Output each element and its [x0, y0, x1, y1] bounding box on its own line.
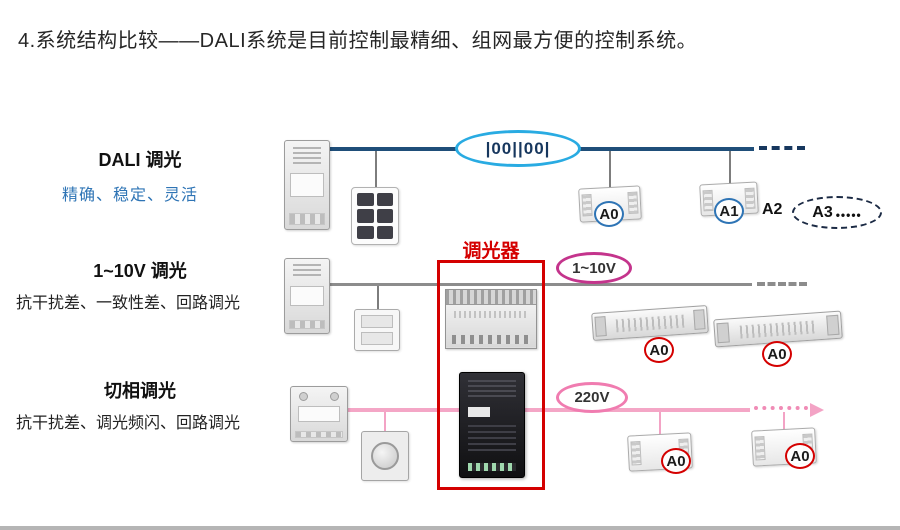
- din-vents: [292, 147, 322, 165]
- analog-bus-continuation-dashes: [757, 282, 807, 286]
- dimmer-body: [446, 305, 536, 347]
- phase-knob-connector-line: [384, 412, 386, 432]
- dali-node-a3-label: A3: [812, 203, 833, 221]
- dali-driver-a0-connector-line: [609, 151, 611, 189]
- slide-bottom-edge: [0, 526, 900, 530]
- analog-controller-din-module-icon: [284, 258, 330, 334]
- din-front-face: [290, 285, 324, 307]
- ballast-end-cap: [693, 309, 706, 330]
- phase-node-a0-left-badge: A0: [661, 448, 691, 474]
- phase-bus-signal-ellipse: 220V: [556, 382, 628, 413]
- dali-bus-signal-text: |00||00|: [485, 138, 551, 158]
- rocker-button: [361, 332, 393, 345]
- analog-row-label: 1~10V 调光: [93, 261, 187, 281]
- dimmer-highlight-label: 调光器: [462, 241, 520, 262]
- dimmer-heatsink-fins: [446, 290, 536, 305]
- keypad-key: [376, 193, 393, 207]
- din-front-face: [297, 406, 341, 422]
- driver-terminal-strip: [754, 436, 766, 461]
- analog-bus-line: [302, 283, 752, 286]
- dali-row-subtitle: 精确、稳定、灵活: [61, 187, 198, 204]
- driver-terminal-strip: [627, 191, 639, 215]
- din-terminals: [288, 319, 326, 330]
- dali-driver-a1-connector-line: [729, 151, 731, 185]
- dali-node-a2-label: A2: [762, 201, 783, 218]
- rotary-knob: [371, 442, 399, 470]
- dali-gateway-din-module-icon: [284, 140, 330, 230]
- driver-terminal-strip: [630, 441, 642, 466]
- black-dimmer-chip: [468, 407, 490, 417]
- black-dimmer-vents: [468, 380, 516, 398]
- driver-terminal-strip: [744, 187, 756, 209]
- din-screw: [299, 392, 308, 401]
- driver-terminal-strip: [702, 189, 714, 211]
- phase-breaker-din-module-icon: [290, 386, 348, 442]
- dali-bus-continuation-dashes: [759, 146, 805, 150]
- analog-wall-switch-icon: [354, 309, 400, 351]
- dali-keypad-icon: [351, 187, 399, 245]
- black-dimmer-terminals: [468, 463, 516, 471]
- analog-node-a0-right-badge: A0: [762, 341, 792, 367]
- din-screw: [330, 392, 339, 401]
- phase-bus-arrowhead: [810, 403, 824, 417]
- din-terminals: [295, 431, 343, 439]
- din-vents: [292, 264, 322, 279]
- phase-driver-right-connector-line: [783, 412, 785, 429]
- analog-ballast-left-icon: [591, 304, 709, 342]
- phase-node-a0-right-badge: A0: [785, 443, 815, 469]
- black-dimmer-lines: [468, 425, 516, 451]
- phase-driver-left-connector-line: [659, 412, 661, 434]
- page-title: 4.系统结构比较——DALI系统是目前控制最精细、组网最方便的控制系统。: [18, 30, 698, 52]
- analog-node-a0-left-badge: A0: [644, 337, 674, 363]
- dali-node-a0-badge: A0: [594, 201, 624, 227]
- dali-node-more-dots: •••••: [835, 208, 862, 222]
- dali-bus-signal-ellipse: |00||00|: [455, 130, 581, 167]
- phase-bus-continuation-dots: [754, 406, 808, 410]
- dali-keypad-connector-line: [375, 151, 377, 189]
- dimmer-terminals: [452, 335, 530, 344]
- keypad-key: [376, 225, 393, 239]
- phase-bus-signal-text: 220V: [574, 389, 610, 406]
- rocker-button: [361, 315, 393, 328]
- ballast-end-cap: [716, 322, 731, 344]
- keypad-key: [357, 193, 374, 207]
- dali-row-label: DALI 调光: [98, 150, 182, 170]
- ballast-end-cap: [594, 316, 607, 337]
- dali-node-a1-badge: A1: [714, 198, 744, 224]
- keypad-key: [376, 209, 393, 223]
- analog-dimmer-module-icon: [445, 289, 537, 349]
- analog-switch-connector-line: [377, 286, 379, 310]
- analog-bus-signal-text: 1~10V: [572, 259, 616, 277]
- dali-node-a3-group-ellipse: A3 •••••: [792, 196, 882, 229]
- din-front-face: [290, 172, 324, 198]
- din-terminals: [288, 213, 326, 225]
- analog-bus-signal-ellipse: 1~10V: [556, 252, 632, 284]
- ballast-label-print: [615, 314, 685, 332]
- driver-terminal-strip: [581, 193, 593, 217]
- keypad-key: [357, 209, 374, 223]
- phase-row-subtitle: 抗干扰差、调光频闪、回路调光: [16, 415, 241, 432]
- phase-row-label: 切相调光: [104, 381, 176, 401]
- dimmer-highlight-box: [437, 260, 545, 490]
- phase-bus-line: [303, 408, 750, 412]
- keypad-key: [357, 225, 374, 239]
- ballast-label-print: [739, 319, 817, 339]
- dimmer-slots: [454, 311, 528, 318]
- phase-rotary-dimmer-icon: [361, 431, 409, 481]
- ballast-end-cap: [825, 314, 840, 336]
- analog-row-subtitle: 抗干扰差、一致性差、回路调光: [16, 295, 241, 312]
- phase-dimmer-module-icon: [459, 372, 525, 478]
